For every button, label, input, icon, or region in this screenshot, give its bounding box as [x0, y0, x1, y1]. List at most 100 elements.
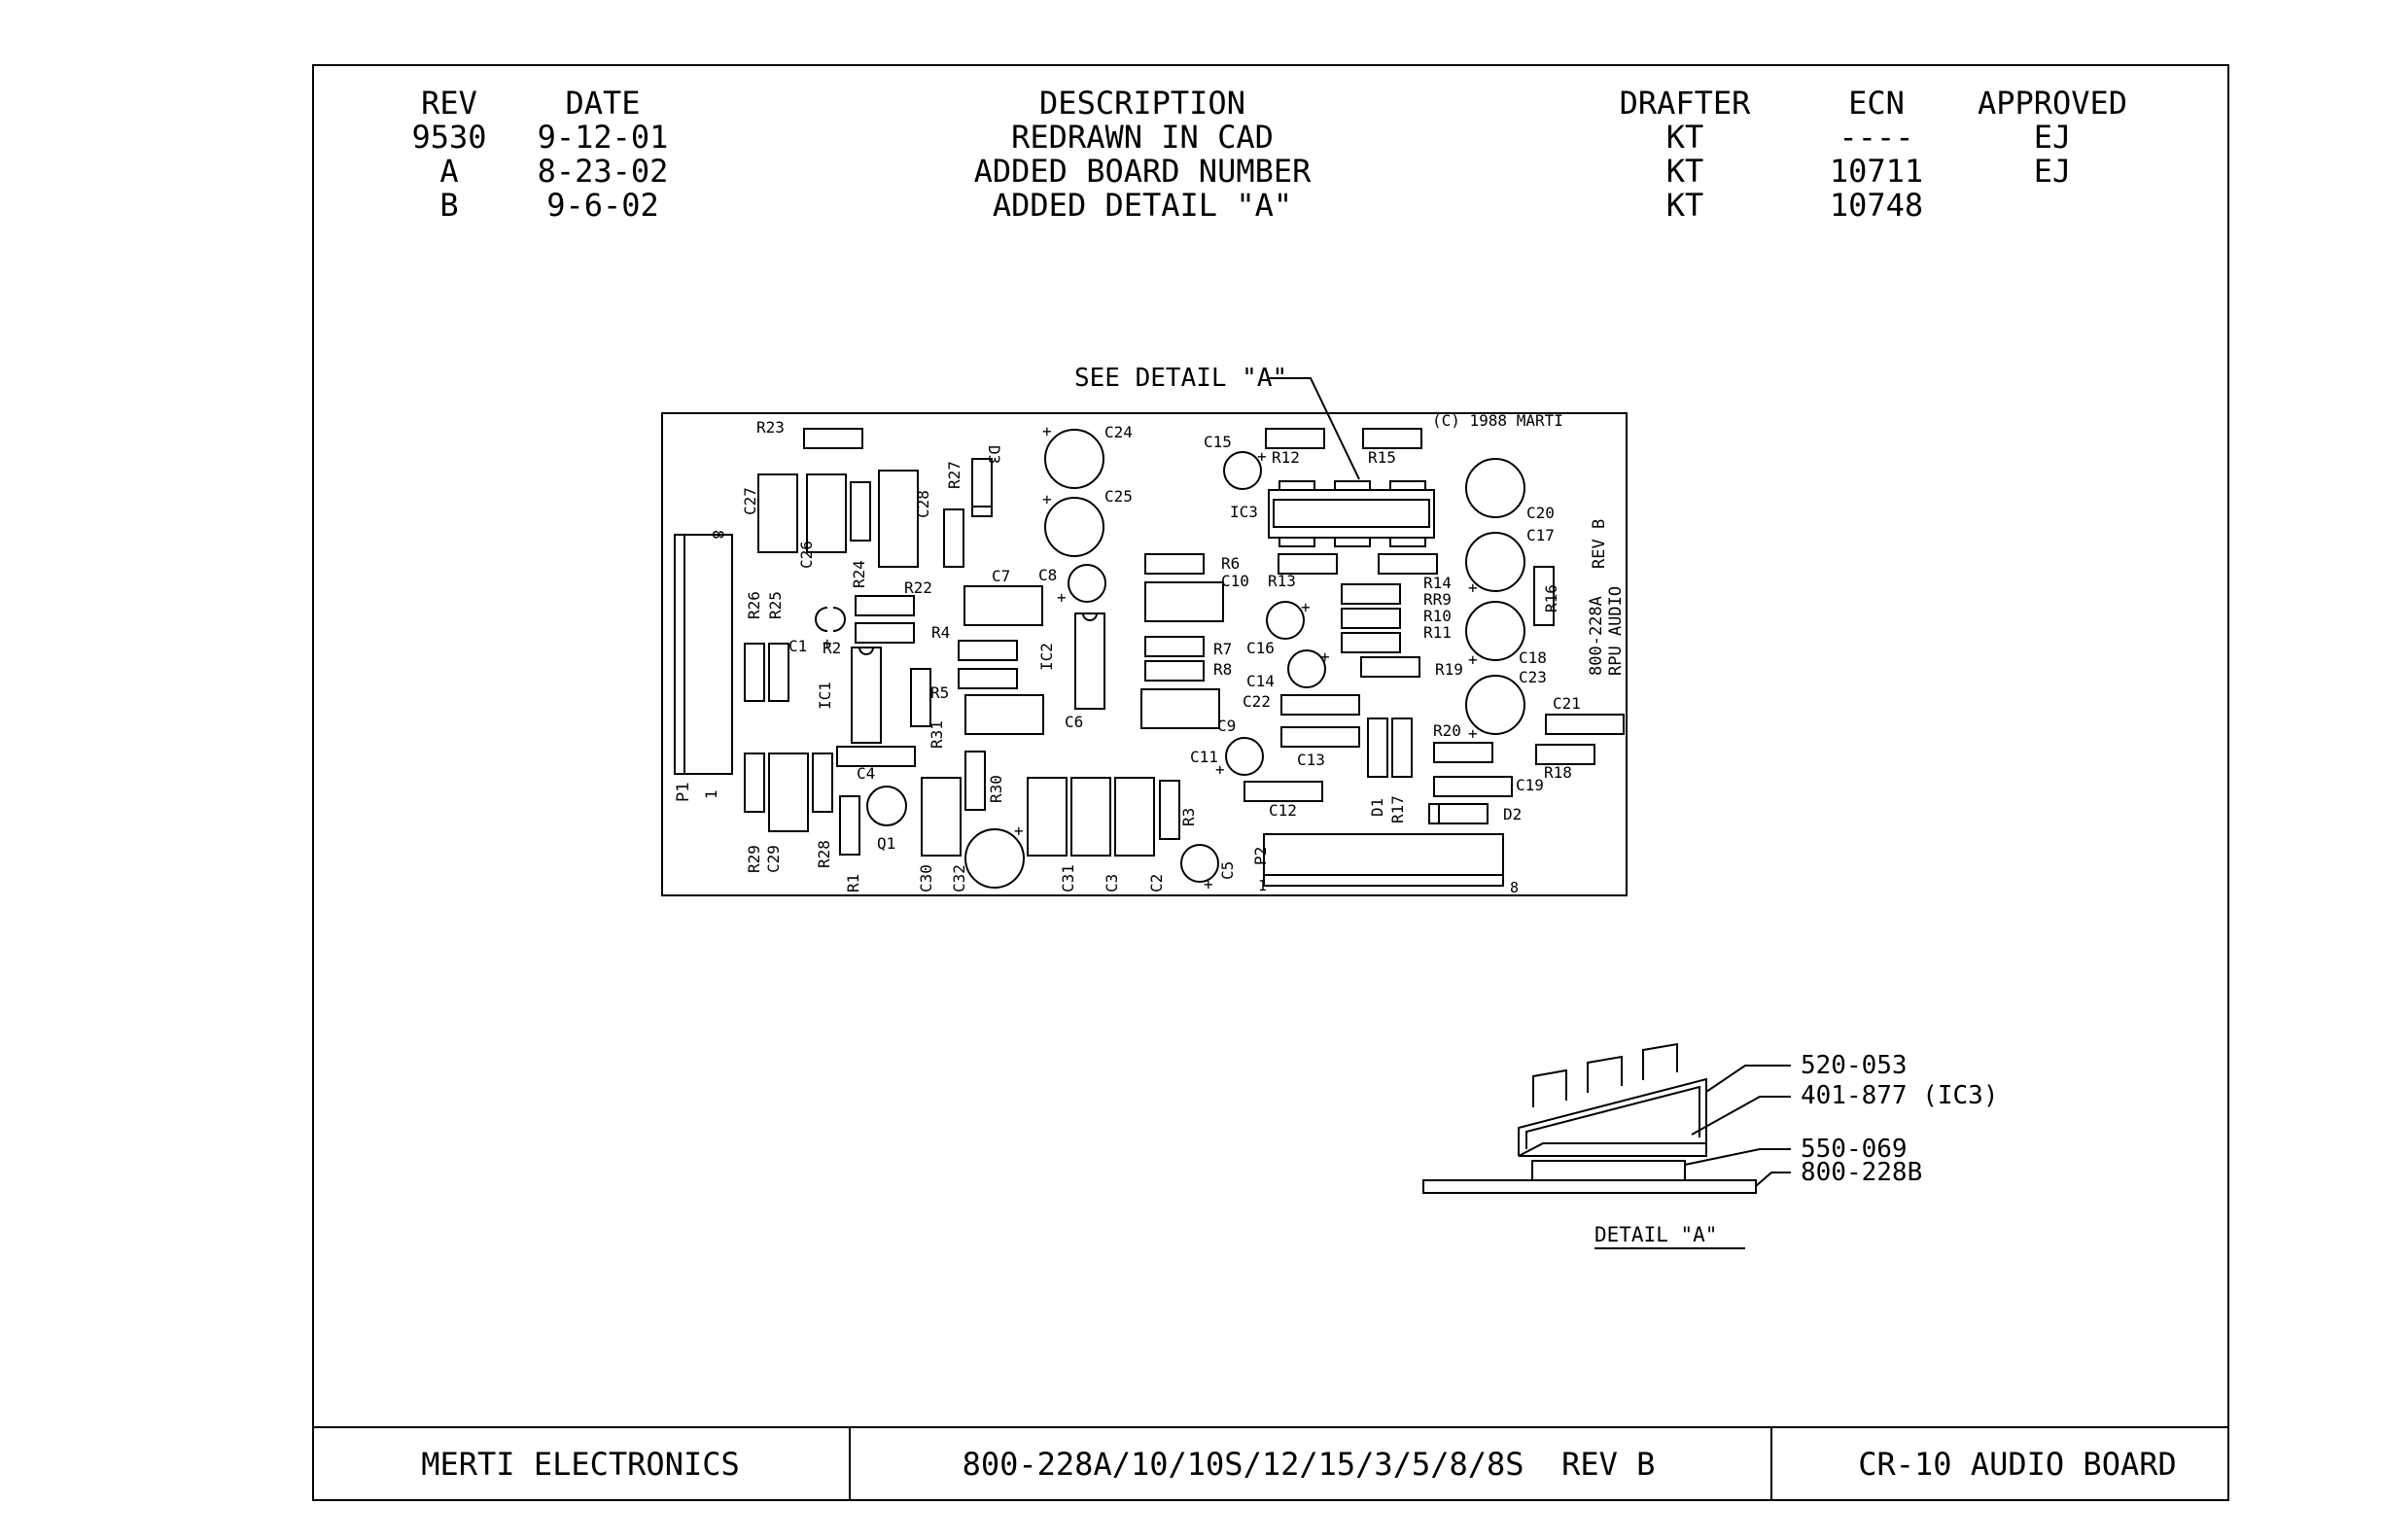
label-c30: C30: [917, 864, 935, 892]
resistor-r20: [1433, 742, 1493, 763]
drafter-header: DRAFTER: [1619, 85, 1751, 122]
connector-p1: [674, 534, 733, 775]
title-block-sep: [1770, 1426, 1772, 1501]
detail-callout-401-877: 401-877 (IC3): [1801, 1081, 1999, 1110]
label-c8: C8: [1038, 566, 1057, 584]
date-cell: 8-23-02: [537, 153, 669, 190]
board-id-2: RPU AUDIO: [1606, 586, 1626, 676]
diode-d2: [1428, 803, 1489, 824]
label-p1: P1: [674, 783, 693, 802]
detail-a-drawing: [1422, 1042, 1791, 1249]
capacitor-c29: [768, 752, 809, 832]
board-outline: [661, 412, 1628, 896]
label-c6: C6: [1065, 713, 1083, 731]
label-q1: Q1: [877, 834, 895, 853]
capacitor-c6-body: [964, 694, 1044, 735]
label-r18: R18: [1544, 763, 1572, 782]
label-ic3: IC3: [1230, 503, 1258, 521]
resistor-r26: [744, 643, 765, 702]
resistor-r6: [1144, 553, 1205, 575]
label-c26: C26: [797, 541, 816, 569]
capacitor-c20: [1465, 458, 1525, 518]
description-cell: ADDED BOARD NUMBER: [973, 153, 1312, 190]
label-rr9: RR9: [1423, 590, 1452, 609]
transistor-q1: [866, 786, 907, 826]
label-c14: C14: [1246, 672, 1275, 690]
resistor-r27: [943, 508, 964, 568]
label-c23: C23: [1519, 668, 1547, 686]
ic2-notch: [1082, 612, 1098, 621]
ic1-notch: [858, 647, 874, 655]
capacitor-c21: [1545, 714, 1625, 735]
label-c7: C7: [992, 567, 1010, 585]
ecn-cell: 10748: [1829, 187, 1924, 224]
see-detail-callout: SEE DETAIL "A": [1074, 364, 1287, 393]
date-cell: 9-6-02: [546, 187, 659, 224]
detail-callout-520-053: 520-053: [1801, 1051, 1908, 1080]
ecn-cell: ----: [1839, 119, 1914, 156]
board-id-1: 800-228A: [1587, 596, 1606, 676]
label-c28: C28: [914, 490, 932, 518]
label-c17: C17: [1526, 526, 1555, 544]
capacitor-c28: [878, 470, 919, 568]
plus-mark: +: [1042, 490, 1052, 508]
label-r10: R10: [1423, 607, 1452, 625]
capacitor-c1-outline: [815, 607, 846, 632]
capacitor-c22: [1280, 694, 1360, 716]
label-r25: R25: [766, 591, 785, 619]
capacitor-c32: [964, 828, 1025, 889]
ic3-tab: [1279, 480, 1315, 491]
capacitor-c10: [1144, 581, 1224, 622]
label-r27: R27: [945, 461, 963, 489]
label-r8: R8: [1213, 660, 1232, 679]
label-c22: C22: [1243, 692, 1271, 711]
label-r20: R20: [1433, 721, 1461, 740]
label-c29: C29: [764, 845, 783, 873]
capacitor-c17: [1465, 532, 1525, 592]
label-c25: C25: [1104, 487, 1133, 506]
detail-fin: [1532, 1068, 1567, 1107]
leader-550-069: [1684, 1148, 1791, 1166]
resistor-r7: [1144, 636, 1205, 657]
drafter-cell: KT: [1665, 119, 1704, 156]
capacitor-c26: [806, 473, 847, 553]
resistor-r22b: [855, 622, 915, 644]
capacitor-c30: [921, 777, 962, 857]
drawing-frame: [312, 64, 2229, 1501]
capacitor-c4: [836, 746, 916, 767]
label-r4: R4: [931, 623, 950, 642]
label-ic1: IC1: [816, 682, 834, 710]
resistor-r15: [1362, 428, 1422, 449]
detail-fin: [1642, 1042, 1678, 1080]
detail-title: DETAIL "A": [1594, 1223, 1717, 1246]
capacitor-c2: [1114, 777, 1155, 857]
label-c18: C18: [1519, 648, 1547, 667]
rev-cell: A: [439, 153, 459, 190]
plus-mark: +: [1204, 875, 1213, 893]
plus-mark: +: [1215, 760, 1225, 779]
drawing-title: CR-10 AUDIO BOARD: [1858, 1446, 2177, 1483]
ic3-tab: [1334, 537, 1371, 547]
resistor-r16: [1533, 566, 1555, 626]
label-c5: C5: [1218, 861, 1237, 880]
description-cell: REDRAWN IN CAD: [1011, 119, 1274, 156]
resistor-r25: [768, 643, 789, 702]
capacitor-c12: [1244, 781, 1323, 802]
leader-401-877: [1691, 1096, 1791, 1136]
ecn-header: ECN: [1848, 85, 1905, 122]
rev-header: REV: [421, 85, 477, 122]
drafter-cell: KT: [1665, 153, 1704, 190]
capacitor-c13: [1280, 726, 1360, 748]
resistor-r24: [850, 481, 871, 542]
label-r24: R24: [850, 560, 868, 588]
label-r30: R30: [987, 775, 1005, 803]
leader-520-053: [1705, 1065, 1791, 1093]
plus-mark: +: [1468, 724, 1478, 743]
capacitor-c16: [1266, 601, 1305, 640]
label-r7: R7: [1213, 640, 1232, 658]
capacitor-c31: [1027, 777, 1068, 857]
ic2-package: [1074, 612, 1105, 710]
label-r28: R28: [815, 840, 833, 868]
label-p2-pin1: 1: [1258, 877, 1267, 894]
capacitor-c8: [1068, 564, 1106, 603]
